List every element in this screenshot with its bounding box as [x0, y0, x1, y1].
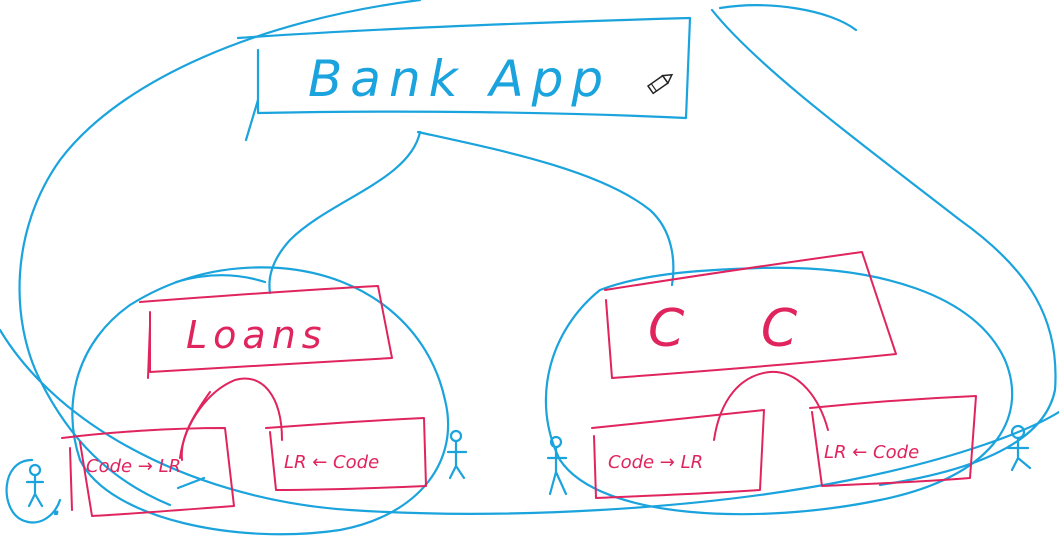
cc-sub1-box — [591, 409, 765, 499]
loans-arch-left — [180, 391, 211, 461]
cc-arch — [713, 370, 829, 441]
root-label: Bank App — [308, 50, 611, 108]
cc-label: C C — [648, 299, 827, 359]
cc-box — [604, 251, 897, 379]
loans-sub1-tick — [69, 447, 73, 511]
loans-label: Loans — [186, 313, 328, 357]
labels: Bank App Loans C C Code → LR LR ← Code C… — [86, 50, 919, 477]
person-icon — [546, 435, 568, 496]
root-box-tick — [244, 98, 260, 142]
bottom-link — [0, 328, 1059, 515]
outer-loop-right — [710, 8, 1057, 487]
loans-sub2-box — [265, 417, 427, 491]
root-box — [236, 16, 692, 120]
cc-sub1-label: Code → LR — [608, 452, 703, 473]
cc-sub2-label: LR ← Code — [824, 442, 919, 463]
person-icon — [1006, 424, 1032, 472]
svg-text:.: . — [54, 498, 60, 519]
cc-sub2-box — [809, 395, 977, 487]
loans-arch — [179, 377, 283, 459]
loans-group-ellipse — [71, 266, 450, 536]
pencil-cursor-icon[interactable] — [646, 71, 674, 95]
person-icon: . — [5, 458, 62, 524]
person-icon — [446, 429, 468, 480]
loans-box-tick — [147, 324, 151, 379]
loans-sub1-box — [61, 427, 235, 517]
outer-loop-top-right — [718, 4, 858, 32]
loans-sub1-label: Code → LR — [86, 456, 181, 477]
loans-box — [139, 285, 393, 373]
connector-root-loans — [268, 130, 422, 295]
loans-sub1-mark — [176, 476, 206, 490]
loans-sub2-label: LR ← Code — [284, 452, 379, 473]
red-ink-strokes — [61, 251, 977, 517]
connector-root-cc — [416, 130, 675, 287]
